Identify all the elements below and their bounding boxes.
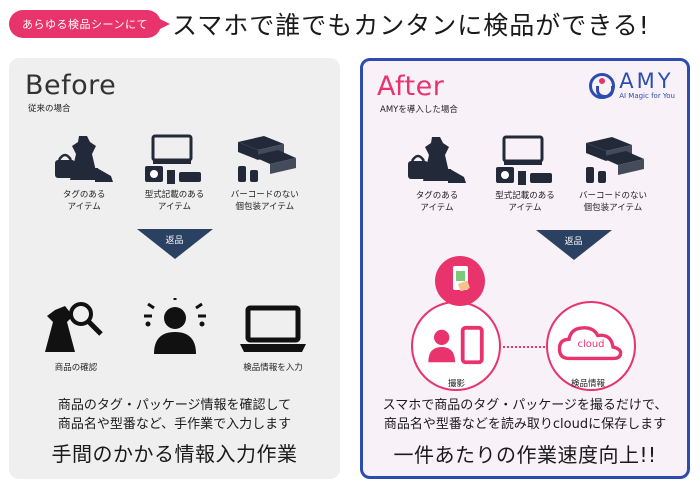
after-description-line-2: 商品名や型番などを読み取りcloudに保存します [383,417,667,432]
before-description-line-1: 商品のタグ・パッケージ情報を確認して [57,398,292,413]
item-caption: タグのある アイテム [415,191,459,213]
appliance-icon [145,134,202,184]
before-items: タグのある アイテム 型式記載のある アイテム [9,132,340,213]
before-title: Before [25,70,117,101]
before-conclusion: 手間のかかる情報入力作業 [51,442,298,466]
step-caption: 検品情報を入力 [243,363,303,373]
item-tagged: タグのある アイテム [43,132,125,213]
headline: スマホで誰でもカンタンに検品ができる! [172,11,650,40]
stressed-person-icon [143,298,206,354]
scene-tag-text: あらゆる検品シーンにて [22,18,148,31]
before-description-line-2: 商品名や型番など、手作業で入力します [57,417,292,432]
cloud-label: cloud [577,339,605,350]
package-stack-icon [586,137,644,183]
after-description-line-1: スマホで商品のタグ・パッケージを撮るだけで、 [382,398,668,413]
cloud-circle: cloud [546,301,636,391]
step-stress [136,298,214,373]
after-panel: After AMYを導入した場合 AMY AI Magic for You タグ… [360,58,690,479]
item-caption: 型式記載のある アイテム [144,190,205,212]
step-input: 検品情報を入力 [234,298,312,373]
amy-logo-icon [589,72,616,99]
before-subtitle: 従来の場合 [28,104,71,114]
item-caption: バーコードのない 個包装アイテム [578,191,647,213]
inspect-icon [45,302,103,352]
step-caption: 商品の確認 [54,363,98,373]
laptop-icon [240,305,306,352]
before-panel: Before 従来の場合 タグのある アイテム 型式記載のある アイテム [9,58,340,479]
return-label: 返品 [564,237,583,247]
item-tagged: タグのある アイテム [396,133,478,214]
return-arrow [535,230,612,260]
scene-tag: あらゆる検品シーンにて [9,10,170,38]
after-conclusion: 一件あたりの作業速度向上!! [393,443,657,467]
appliance-icon [496,135,552,185]
item-package: バーコードのない 個包装アイテム [572,133,654,214]
return-label: 返品 [165,236,184,246]
after-title: After [377,71,445,102]
item-package: バーコードのない 個包装アイテム [224,132,306,213]
amy-logo: AMY AI Magic for You [589,71,675,100]
capture-caption: 撮影 [448,379,466,389]
logo-name: AMY [619,69,674,93]
logo-tagline: AI Magic for You [619,92,675,100]
item-caption: 型式記載のある アイテム [495,191,555,213]
step-check: 商品の確認 [37,298,115,373]
return-arrow [136,229,213,259]
link-dots [503,346,545,348]
phone-scan-badge [435,256,485,306]
item-model: 型式記載のある アイテム [133,132,215,213]
after-items: タグのある アイテム 型式記載のある アイテム [363,133,687,214]
item-caption: バーコードのない 個包装アイテム [230,190,299,212]
item-caption: タグのある アイテム [62,190,106,212]
cloud-caption: 検品情報 [571,379,606,389]
after-subtitle: AMYを導入した場合 [380,105,458,115]
person-phone-icon [428,325,484,365]
cloud-icon [557,326,623,361]
after-description: スマホで商品のタグ・パッケージを撮るだけで、 商品名や型番などを読み取りclou… [363,396,687,434]
package-stack-icon [237,136,296,182]
item-model: 型式記載のある アイテム [484,133,566,214]
dress-bag-shoe-icon [408,137,466,183]
dress-bag-shoe-icon [55,136,114,182]
phone-scan-icon [453,266,470,292]
before-description: 商品のタグ・パッケージ情報を確認して 商品名や型番など、手作業で入力します [9,396,340,434]
before-steps: 商品の確認 検品情報を入力 [9,298,340,373]
